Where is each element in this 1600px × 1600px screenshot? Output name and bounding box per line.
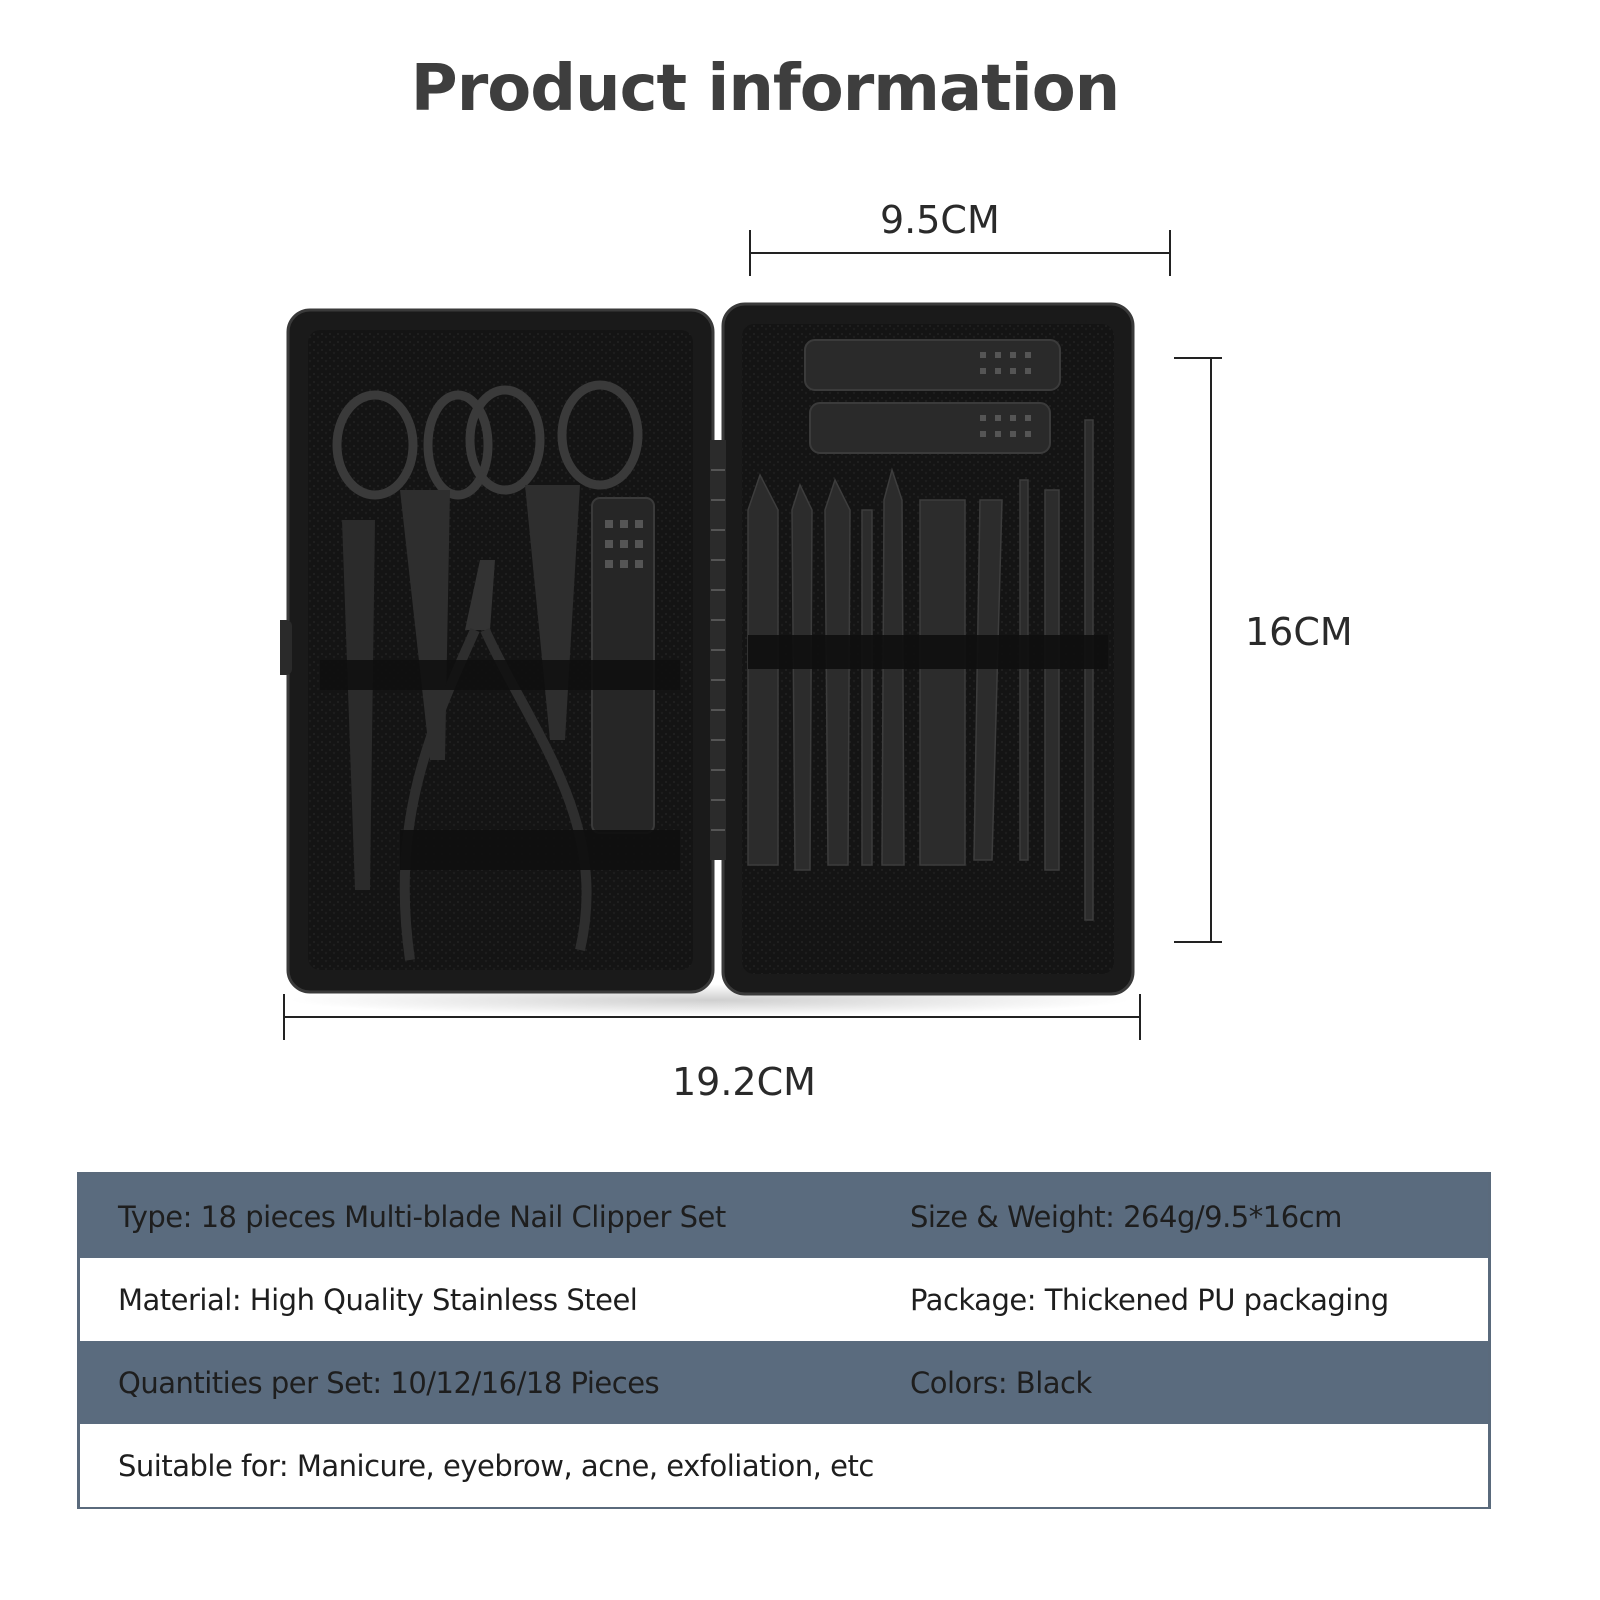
- acne-tool-icon: [1044, 489, 1060, 871]
- total-width-tick-right: [1139, 994, 1141, 1040]
- width-dimension-tick-right: [1169, 230, 1171, 276]
- cuticle-pusher-icon: [791, 482, 813, 871]
- spec-row-type: Type: 18 pieces Multi-blade Nail Clipper…: [80, 1175, 1488, 1258]
- height-dimension-line: [1210, 358, 1212, 942]
- left-elastic-band-bottom: [400, 830, 680, 870]
- case-clasp: [280, 620, 292, 675]
- small-nail-clipper-icon: [809, 402, 1051, 454]
- height-dimension-tick-bottom: [1174, 941, 1222, 943]
- manicure-case-illustration: [280, 302, 1135, 1016]
- cuticle-nipper-head: [465, 560, 495, 630]
- spec-type: Type: 18 pieces Multi-blade Nail Clipper…: [118, 1199, 726, 1234]
- spec-table: Type: 18 pieces Multi-blade Nail Clipper…: [77, 1172, 1491, 1509]
- ear-pick-icon: [973, 499, 1003, 861]
- height-dimension-tick-top: [1174, 357, 1222, 359]
- clipper-dots-right: [980, 352, 1031, 437]
- cuticle-spoon-icon: [824, 478, 851, 866]
- total-width-dimension-line: [284, 1016, 1140, 1018]
- left-elastic-band-top: [320, 660, 680, 690]
- width-dimension-tick-left: [749, 230, 751, 276]
- scissors-left-blade: [400, 490, 450, 760]
- spec-suitable-for: Suitable for: Manicure, eyebrow, acne, e…: [118, 1448, 874, 1483]
- long-pick-icon: [1084, 419, 1094, 921]
- manicure-set-image: [280, 300, 1150, 1020]
- blackhead-needle-icon: [1019, 479, 1029, 861]
- spec-row-quantity: Quantities per Set: 10/12/16/18 Pieces C…: [80, 1341, 1488, 1424]
- spec-row-suitable: Suitable for: Manicure, eyebrow, acne, e…: [80, 1424, 1488, 1507]
- spec-colors: Colors: Black: [910, 1365, 1092, 1400]
- page-title: Product information: [410, 52, 1120, 126]
- width-dimension-label: 9.5CM: [880, 198, 1000, 242]
- nail-file-icon: [747, 473, 779, 866]
- width-dimension-line: [750, 252, 1170, 254]
- spec-package: Package: Thickened PU packaging: [910, 1282, 1389, 1317]
- right-elastic-band: [748, 635, 1108, 669]
- spec-material: Material: High Quality Stainless Steel: [118, 1282, 638, 1317]
- spec-quantity: Quantities per Set: 10/12/16/18 Pieces: [118, 1365, 660, 1400]
- tweezers-icon: [342, 520, 375, 890]
- height-dimension-label: 16CM: [1245, 610, 1353, 654]
- hinge-ridges: [711, 469, 725, 831]
- clipper-grip-dots: [605, 520, 643, 568]
- spec-row-material: Material: High Quality Stainless Steel P…: [80, 1258, 1488, 1341]
- scissors-right-icon: [465, 380, 643, 495]
- scissors-left-icon: [332, 390, 493, 500]
- total-width-tick-left: [283, 994, 285, 1040]
- spec-size-weight: Size & Weight: 264g/9.5*16cm: [910, 1199, 1342, 1234]
- medium-nail-clipper-icon: [804, 339, 1061, 391]
- eyebrow-razor-icon: [919, 499, 966, 866]
- total-width-dimension-label: 19.2CM: [672, 1060, 816, 1104]
- pick-tool-icon: [861, 509, 873, 866]
